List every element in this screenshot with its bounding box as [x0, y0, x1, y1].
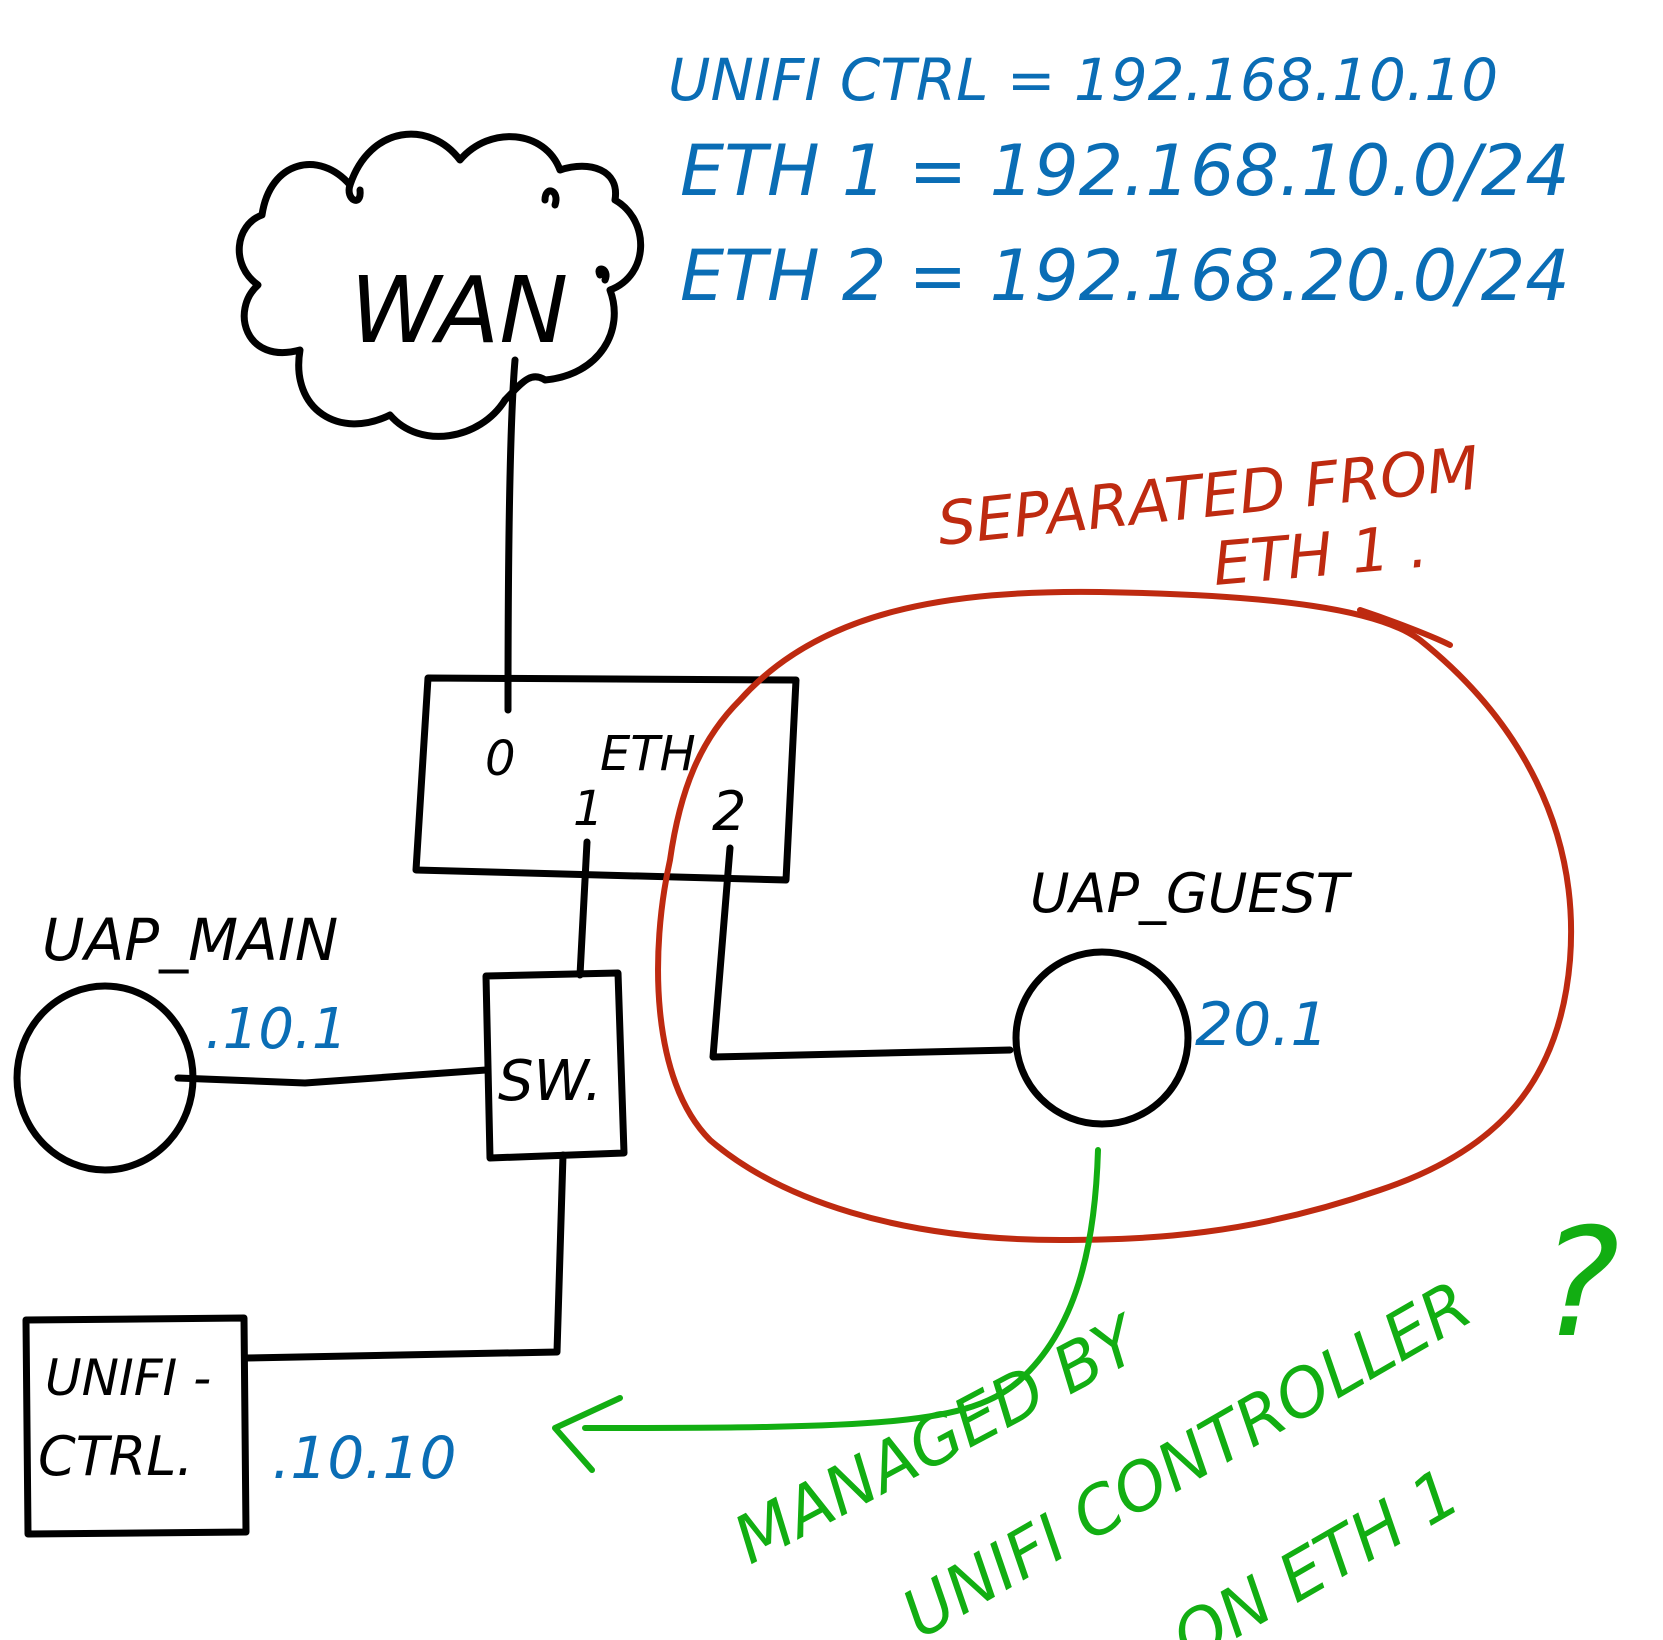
eth2-link [709, 844, 1014, 1061]
cloud-curl [595, 265, 610, 284]
router-port-1: 1 [573, 781, 604, 837]
router-port-0: 0 [485, 731, 516, 787]
management-arrow [552, 1147, 1101, 1473]
router: 0 ETH 1 2 [412, 674, 800, 884]
legend: UNIFI CTRL = 192.168.10.10 ETH 1 = 192.1… [668, 46, 1570, 317]
cloud-curl [345, 181, 364, 204]
uap-guest: UAP_GUEST 20.1 [1012, 862, 1353, 1128]
management-arrow-line [582, 1147, 1101, 1431]
controller-label-line2: CTRL. [38, 1425, 193, 1488]
question-mark: ? [1540, 1197, 1620, 1371]
legend-eth1: ETH 1 = 192.168.10.0/24 [680, 130, 1570, 212]
switch-box [482, 969, 628, 1162]
controller-box [22, 1314, 250, 1538]
legend-unifi-ctrl: UNIFI CTRL = 192.168.10.10 [668, 46, 1498, 114]
arrow-head-icon [552, 1395, 623, 1473]
separation-outline-tail [1357, 607, 1453, 648]
uap-main-ip: .10.1 [205, 997, 348, 1062]
uap-guest-ip: 20.1 [1195, 990, 1329, 1060]
uap-main-label: UAP_MAIN [42, 906, 338, 974]
wan-label: WAN [350, 257, 568, 364]
separation-zone: SEPARATED FROM ETH 1 . [655, 433, 1574, 1244]
uap-main-node [13, 982, 197, 1174]
separation-outline [655, 588, 1574, 1244]
uap-guest-label: UAP_GUEST [1030, 862, 1353, 925]
uap-main: UAP_MAIN .10.1 [13, 906, 490, 1174]
controller-label-line1: UNIFI - [45, 1349, 211, 1407]
switch-label: SW. [498, 1049, 602, 1114]
uap-guest-node [1012, 948, 1192, 1128]
controller-link [242, 1151, 567, 1362]
managed-note: MANAGED BY UNIFI CONTROLLER ON ETH 1 ? [721, 1197, 1619, 1640]
uap-main-link [174, 1066, 490, 1087]
wan-cloud: WAN [235, 130, 645, 440]
unifi-controller: UNIFI - CTRL. .10.10 [22, 1151, 567, 1538]
controller-ip: .10.10 [272, 1424, 456, 1492]
router-box [412, 674, 800, 884]
cloud-curl [541, 187, 560, 209]
switch: SW. [482, 969, 628, 1162]
legend-eth2: ETH 2 = 192.168.20.0/24 [680, 235, 1570, 317]
cloud-icon [235, 130, 645, 440]
wan-link [504, 356, 519, 714]
router-port-2: 2 [712, 780, 746, 843]
eth1-link [576, 838, 591, 979]
router-label: ETH [600, 726, 696, 782]
